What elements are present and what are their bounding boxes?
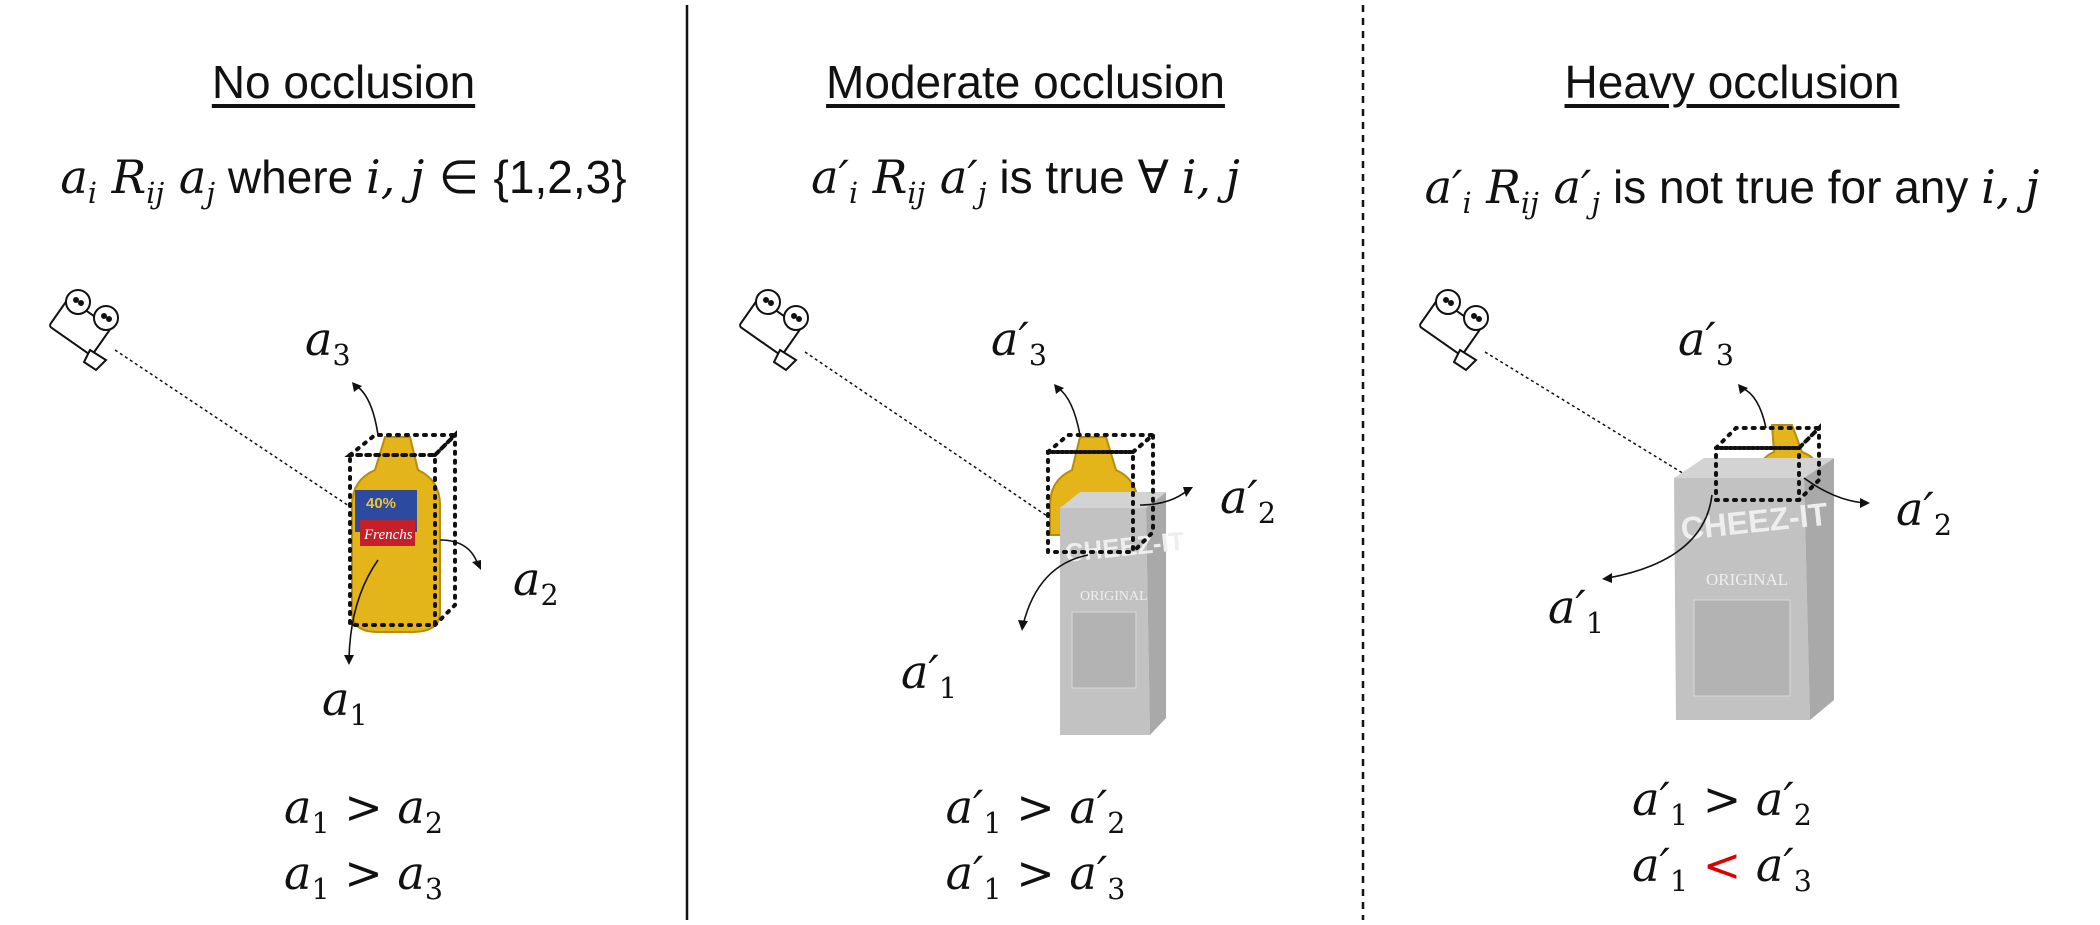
relation-1: a1 > a2 (284, 780, 443, 840)
axis-a3-arrow (1741, 387, 1767, 429)
axis-label-a2: a′2 (1896, 482, 1953, 542)
relation-2: a1 > a3 (284, 846, 443, 906)
panel-moderate-occlusion: Moderate occlusion a′i Rij a′j is true ∀… (688, 0, 1363, 925)
axis-label-a1: a1 (322, 672, 368, 732)
panel-title: Heavy occlusion (1564, 56, 1900, 108)
camera-ray (114, 349, 356, 511)
relation-formula: ai Rij aj where i, j ∈ {1,2,3} (60, 150, 627, 210)
axis-a1-arrow (1607, 494, 1713, 579)
relation-2: a′1 > a′3 (945, 846, 1126, 906)
scene-heavy-occlusion: CHEEZ-IT ORIGINAL (1419, 289, 1870, 720)
axis-a1-arrow (1022, 554, 1089, 626)
axis-label-a3: a3 (305, 312, 351, 372)
axis-a1-arrow (348, 559, 379, 661)
camera-icon (49, 289, 119, 372)
camera-ray (1484, 351, 1695, 481)
highlighted-operator: < (1702, 838, 1742, 892)
cracker-box-object: CHEEZ-IT ORIGINAL (1674, 458, 1834, 720)
axis-a3-arrow (1057, 387, 1081, 436)
relation-formula: a′i Rij a′j is not true for any i, j (1424, 160, 2040, 220)
box-variety-text: ORIGINAL (1080, 589, 1148, 604)
bounding-box-3d (1042, 430, 1159, 554)
cracker-box-object: CHEEZ-IT ORIGINAL (1060, 492, 1186, 735)
relation-1: a′1 > a′2 (1632, 772, 1812, 832)
camera-icon (739, 289, 809, 372)
camera-icon (1419, 289, 1489, 372)
relation-2: a′1 < a′3 (1632, 838, 1812, 898)
bounding-box-3d (344, 430, 460, 627)
axis-a2-arrow (439, 539, 479, 566)
axis-label-a3: a′3 (991, 312, 1048, 372)
axis-label-a2: a2 (513, 552, 559, 612)
panel-no-occlusion: No occlusion ai Rij aj where i, j ∈ {1,2… (0, 0, 687, 925)
camera-ray (804, 351, 1051, 519)
relation-formula: a′i Rij a′j is true ∀ i, j (811, 150, 1240, 210)
box-variety-text: ORIGINAL (1706, 570, 1788, 589)
axis-label-a3: a′3 (1678, 312, 1735, 372)
panel-heavy-occlusion: Heavy occlusion a′i Rij a′j is not true … (1364, 0, 2100, 925)
mustard-bottle-object: 40% Frenchs (351, 436, 441, 633)
bottle-label-brand: Frenchs (363, 527, 413, 543)
relation-1: a′1 > a′2 (945, 780, 1126, 840)
axis-label-a1: a′1 (1548, 580, 1605, 640)
scene-no-occlusion: 40% Frenchs (49, 289, 481, 665)
panel-title: No occlusion (211, 56, 476, 108)
axis-a3-arrow (354, 384, 379, 436)
axis-label-a2: a′2 (1220, 470, 1277, 530)
axis-a2-arrow (1803, 477, 1865, 504)
panel-title: Moderate occlusion (826, 56, 1225, 108)
axis-label-a1: a′1 (901, 645, 958, 705)
bottle-label-top: 40% (366, 495, 396, 512)
bounding-box-3d (1711, 423, 1824, 502)
scene-moderate-occlusion: CHEEZ-IT ORIGINAL (739, 289, 1193, 735)
